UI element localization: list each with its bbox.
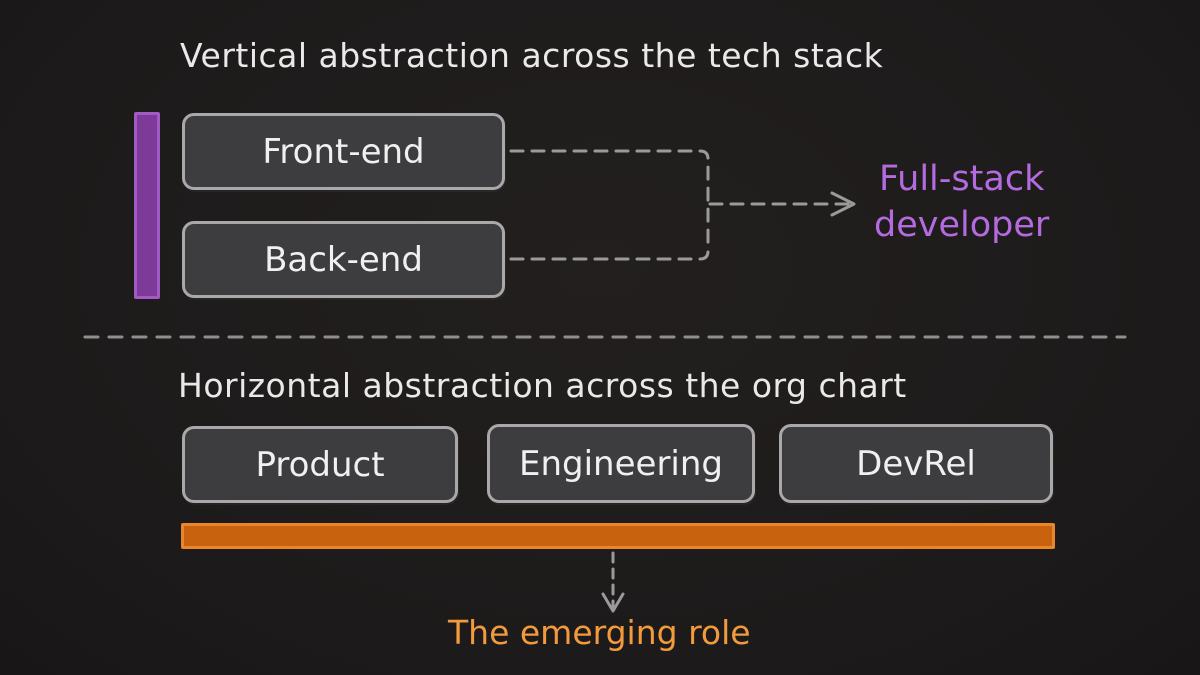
fullstack-label-line2: developer xyxy=(874,205,1050,245)
emerging-role-label: The emerging role xyxy=(448,613,751,652)
horizontal-abstraction-heading: Horizontal abstraction across the org ch… xyxy=(178,366,907,405)
devrel-box: DevRel xyxy=(779,424,1053,503)
backend-box: Back-end xyxy=(182,221,505,298)
frontend-connector xyxy=(509,149,710,253)
org-chart-bracket-bar xyxy=(181,523,1055,549)
fullstack-developer-label: Full-stack developer xyxy=(874,156,1049,248)
backend-connector xyxy=(509,249,710,261)
vertical-abstraction-heading: Vertical abstraction across the tech sta… xyxy=(180,36,884,75)
emerging-role-arrow-head xyxy=(601,592,625,613)
frontend-box: Front-end xyxy=(182,113,505,190)
engineering-box: Engineering xyxy=(487,424,755,503)
fullstack-label-line1: Full-stack xyxy=(878,159,1045,199)
product-box: Product xyxy=(182,426,458,503)
tech-stack-bracket-bar xyxy=(134,112,160,299)
fullstack-arrow-head xyxy=(830,191,856,217)
